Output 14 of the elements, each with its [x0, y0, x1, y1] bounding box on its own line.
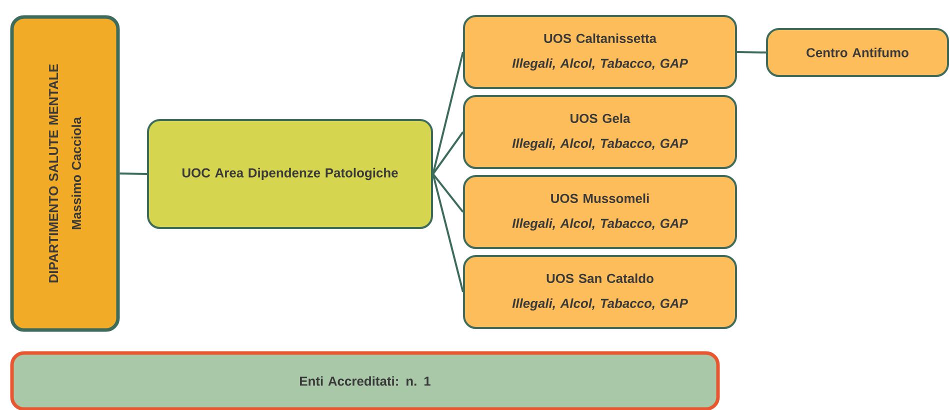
connector-line: [737, 51, 766, 54]
connector-line: [432, 174, 464, 292]
connector-line: [120, 172, 148, 175]
connector-line: [432, 52, 464, 174]
unit-box: UOS Caltanissetta Illegali, Alcol, Tabacco, GAP: [463, 15, 737, 89]
info-bar: Enti Accreditati: n. 1: [10, 351, 720, 410]
connector-line: [432, 173, 464, 213]
unit-box: Centro Antifumo: [766, 28, 949, 77]
unit-box: UOS San Cataldo Illegali, Alcol, Tabacco, GAP: [463, 255, 737, 329]
connector-line: [432, 131, 464, 175]
department-box: DIPARTIMENTO SALUTE MENTALE Massimo Cacciola: [10, 15, 120, 332]
unit-box: UOS Gela Illegali, Alcol, Tabacco, GAP: [463, 95, 737, 169]
unit-box: UOS Mussomeli Illegali, Alcol, Tabacco, GAP: [463, 175, 737, 249]
unit-box: UOC Area Dipendenze Patologiche: [147, 119, 433, 229]
